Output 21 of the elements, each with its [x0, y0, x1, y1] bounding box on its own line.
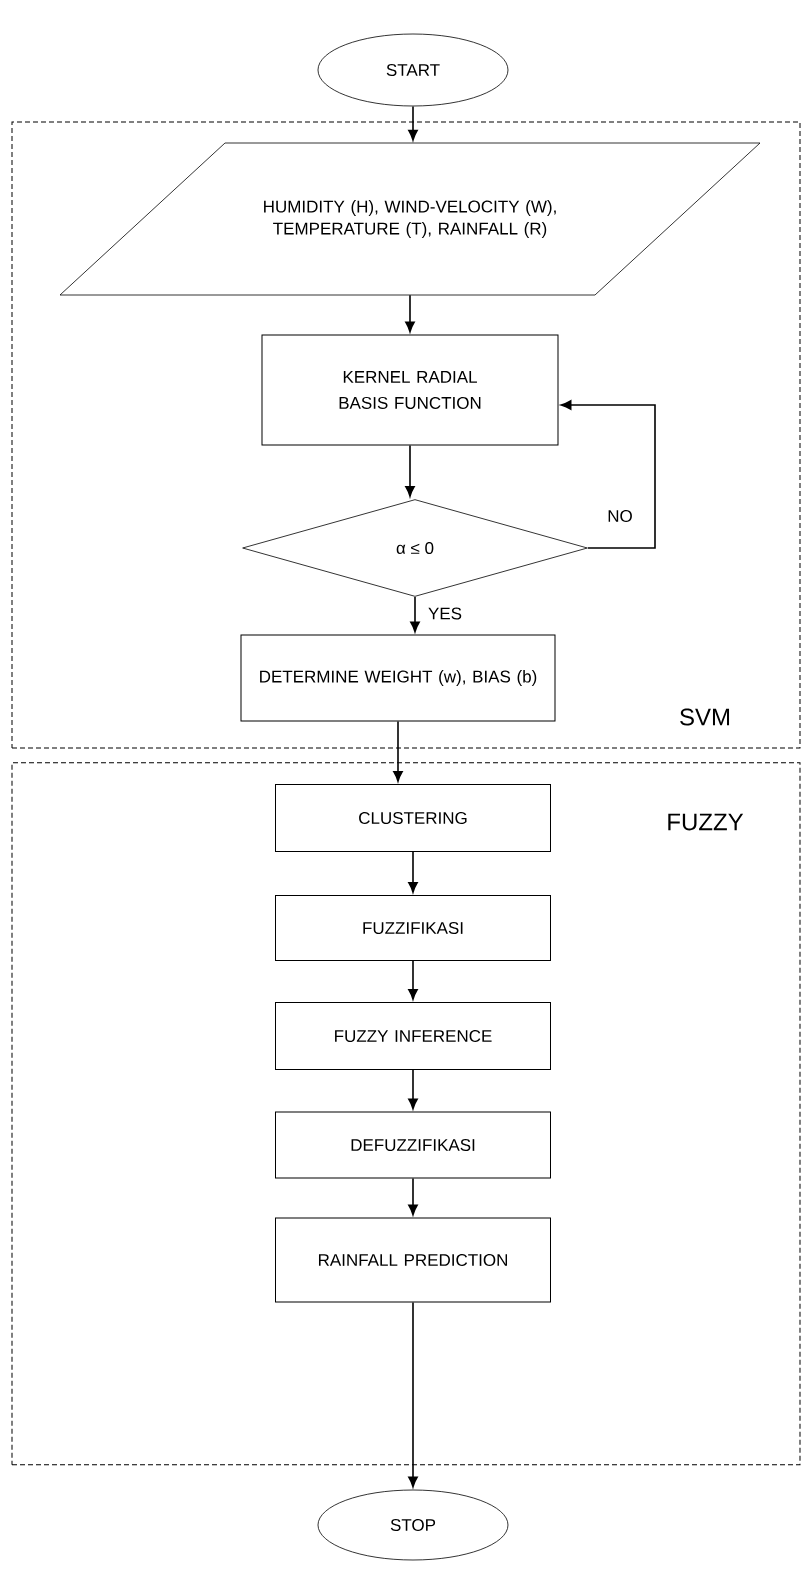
arrow — [405, 294, 415, 333]
arrow — [393, 720, 403, 782]
arrow — [408, 1069, 418, 1110]
input-parallelogram: HUMIDITY (H), WIND-VELOCITY (W), TEMPERATURE (T), RAINFALL (R) — [59, 142, 761, 296]
arrow — [408, 105, 418, 141]
process-box: KERNEL RADIAL BASIS FUNCTION — [261, 334, 559, 446]
arrow — [408, 1301, 418, 1488]
edge-label: NO — [606, 509, 634, 524]
arrow — [410, 596, 420, 633]
edge-label: YES — [427, 606, 463, 621]
process-box: CLUSTERING — [275, 784, 551, 852]
arrow — [408, 851, 418, 893]
process-box: FUZZIFIKASI — [275, 895, 551, 961]
arrow — [405, 444, 415, 497]
process-box: DEFUZZIFIKASI — [275, 1111, 551, 1179]
arrow — [560, 400, 656, 549]
process-box: RAINFALL PREDICTION — [275, 1217, 551, 1303]
arrow — [408, 1177, 418, 1216]
arrow — [408, 960, 418, 1000]
process-box: FUZZY INFERENCE — [275, 1002, 551, 1070]
process-box: DETERMINE WEIGHT (w), BIAS (b) — [240, 634, 556, 722]
